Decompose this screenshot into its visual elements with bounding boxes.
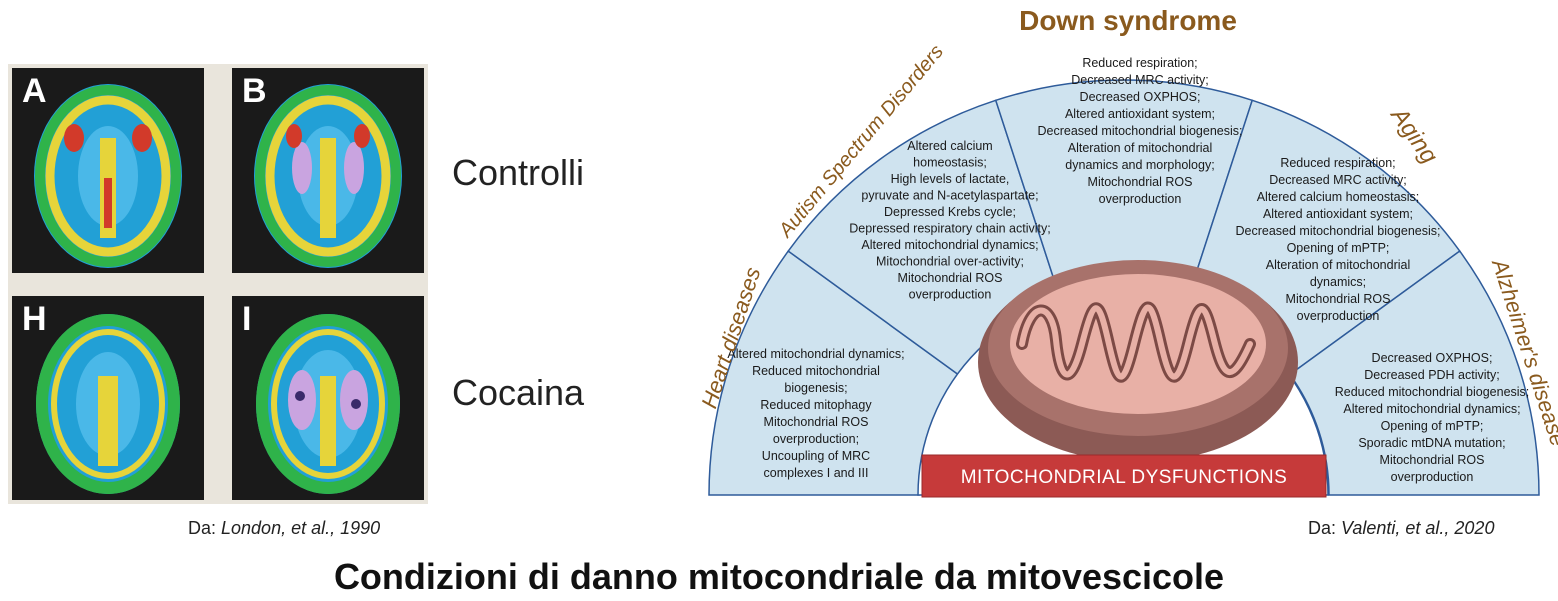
pet-scan-h: H (12, 296, 204, 500)
pet-scan-b: B (232, 68, 424, 273)
sector-text-line: overproduction (1099, 192, 1182, 206)
sector-text-line: Opening of mPTP; (1287, 241, 1390, 255)
sector-text-line: Mitochondrial over-activity; (876, 255, 1024, 269)
sector-text-line: Depressed respiratory chain activity; (849, 222, 1050, 236)
sector-text-line: dynamics and morphology; (1065, 158, 1214, 172)
sector-text-line: overproduction (1297, 309, 1380, 323)
credit-right-citation: Valenti, et al., 2020 (1341, 518, 1495, 538)
label-cocaine: Cocaina (452, 372, 585, 413)
sector-text-line: dynamics; (1310, 275, 1366, 289)
sector-text-line: Mitochondrial ROS (898, 271, 1003, 285)
pet-scan-i-image (256, 314, 400, 494)
sector-text-line: Mitochondrial ROS (1088, 175, 1193, 189)
sector-text-aging: Reduced respiration; Decreased MRC activi… (1236, 156, 1441, 323)
arc-label-down: Down syndrome (1019, 5, 1237, 36)
sector-text-line: Decreased OXPHOS; (1372, 351, 1493, 365)
sector-text-line: homeostasis; (913, 156, 987, 170)
scan-letter-h: H (22, 300, 47, 338)
sector-text-line: Reduced respiration; (1082, 56, 1197, 70)
sector-text-line: Reduced mitochondrial biogenesis; (1335, 385, 1530, 399)
pet-scan-a-image (34, 84, 182, 268)
pet-scan-i: I (232, 296, 424, 500)
sector-text-line: Decreased MRC activity; (1269, 173, 1407, 187)
sector-text-line: Altered calcium (907, 139, 992, 153)
pet-scan-h-image (36, 314, 180, 494)
sector-text-line: Sporadic mtDNA mutation; (1358, 436, 1505, 450)
sector-text-line: Mitochondrial ROS (764, 415, 869, 429)
sector-text-line: Alteration of mitochondrial (1068, 141, 1213, 155)
sector-text-heart: Altered mitochondrial dynamics; Reduced m… (727, 347, 904, 480)
sector-text-line: pyruvate and N-acetylaspartate; (861, 189, 1038, 203)
sector-text-line: Altered calcium homeostasis; (1257, 190, 1420, 204)
sector-text-line: Reduced mitochondrial (752, 364, 880, 378)
pet-scan-b-image (254, 84, 402, 268)
disease-sectors (708, 79, 1540, 496)
pet-scan-panel: A B H (8, 64, 428, 504)
sector-text-line: Altered antioxidant system; (1263, 207, 1413, 221)
sector-alzheimer (1288, 250, 1540, 496)
sector-text-line: Altered mitochondrial dynamics; (727, 347, 904, 361)
sector-text-line: Altered antioxidant system; (1065, 107, 1215, 121)
sector-text-line: Decreased MRC activity; (1071, 73, 1209, 87)
sector-text-line: complexes I and III (764, 466, 869, 480)
sector-text-line: Mitochondrial ROS (1380, 453, 1485, 467)
sector-text-line: Decreased mitochondrial biogenesis; (1038, 124, 1243, 138)
credit-left-prefix: Da: (188, 518, 222, 538)
sector-text-line: Decreased OXPHOS; (1080, 90, 1201, 104)
sector-text-line: Altered mitochondrial dynamics; (861, 238, 1038, 252)
banner-label: MITOCHONDRIAL DYSFUNCTIONS (961, 467, 1288, 488)
mitochondrion-illustration (978, 260, 1298, 462)
sector-text-autism: Altered calcium homeostasis; High levels o… (849, 139, 1050, 302)
page-caption: Condizioni di danno mitocondriale da mit… (333, 556, 1225, 597)
credit-left: Da: London, et al., 1990 (188, 518, 380, 539)
sector-text-line: High levels of lactate, (891, 172, 1010, 186)
sector-text-line: Uncoupling of MRC (762, 449, 870, 463)
credit-left-citation: London, et al., 1990 (221, 518, 381, 538)
label-controls: Controlli (452, 152, 585, 193)
mitochondrial-dysfunctions-banner: MITOCHONDRIAL DYSFUNCTIONS (921, 454, 1327, 498)
scan-letter-b: B (242, 72, 267, 110)
sector-text-line: Reduced respiration; (1280, 156, 1395, 170)
credit-right-prefix: Da: (1308, 518, 1342, 538)
sector-text-line: Alteration of mitochondrial (1266, 258, 1411, 272)
sector-text-line: overproduction (1391, 470, 1474, 484)
pet-scan-a: A (12, 68, 204, 273)
sector-texts: Altered mitochondrial dynamics; Reduced m… (727, 56, 1529, 484)
sector-text-line: Decreased mitochondrial biogenesis; (1236, 224, 1441, 238)
scan-letter-a: A (22, 72, 47, 110)
sector-text-line: overproduction; (773, 432, 859, 446)
sector-text-line: Decreased PDH activity; (1364, 368, 1499, 382)
sector-text-line: Opening of mPTP; (1381, 419, 1484, 433)
sector-text-line: Reduced mitophagy (760, 398, 872, 412)
sector-text-down: Reduced respiration; Decreased MRC activi… (1038, 56, 1243, 206)
sector-text-line: Mitochondrial ROS (1286, 292, 1391, 306)
sector-text-line: overproduction (909, 288, 992, 302)
credit-right: Da: Valenti, et al., 2020 (1308, 518, 1494, 539)
sector-text-line: Altered mitochondrial dynamics; (1343, 402, 1520, 416)
sector-text-line: biogenesis; (784, 381, 847, 395)
scan-letter-i: I (242, 300, 252, 338)
sector-text-alzheimer: Decreased OXPHOS; Decreased PDH activity;… (1335, 351, 1530, 484)
sector-text-line: Depressed Krebs cycle; (884, 205, 1016, 219)
